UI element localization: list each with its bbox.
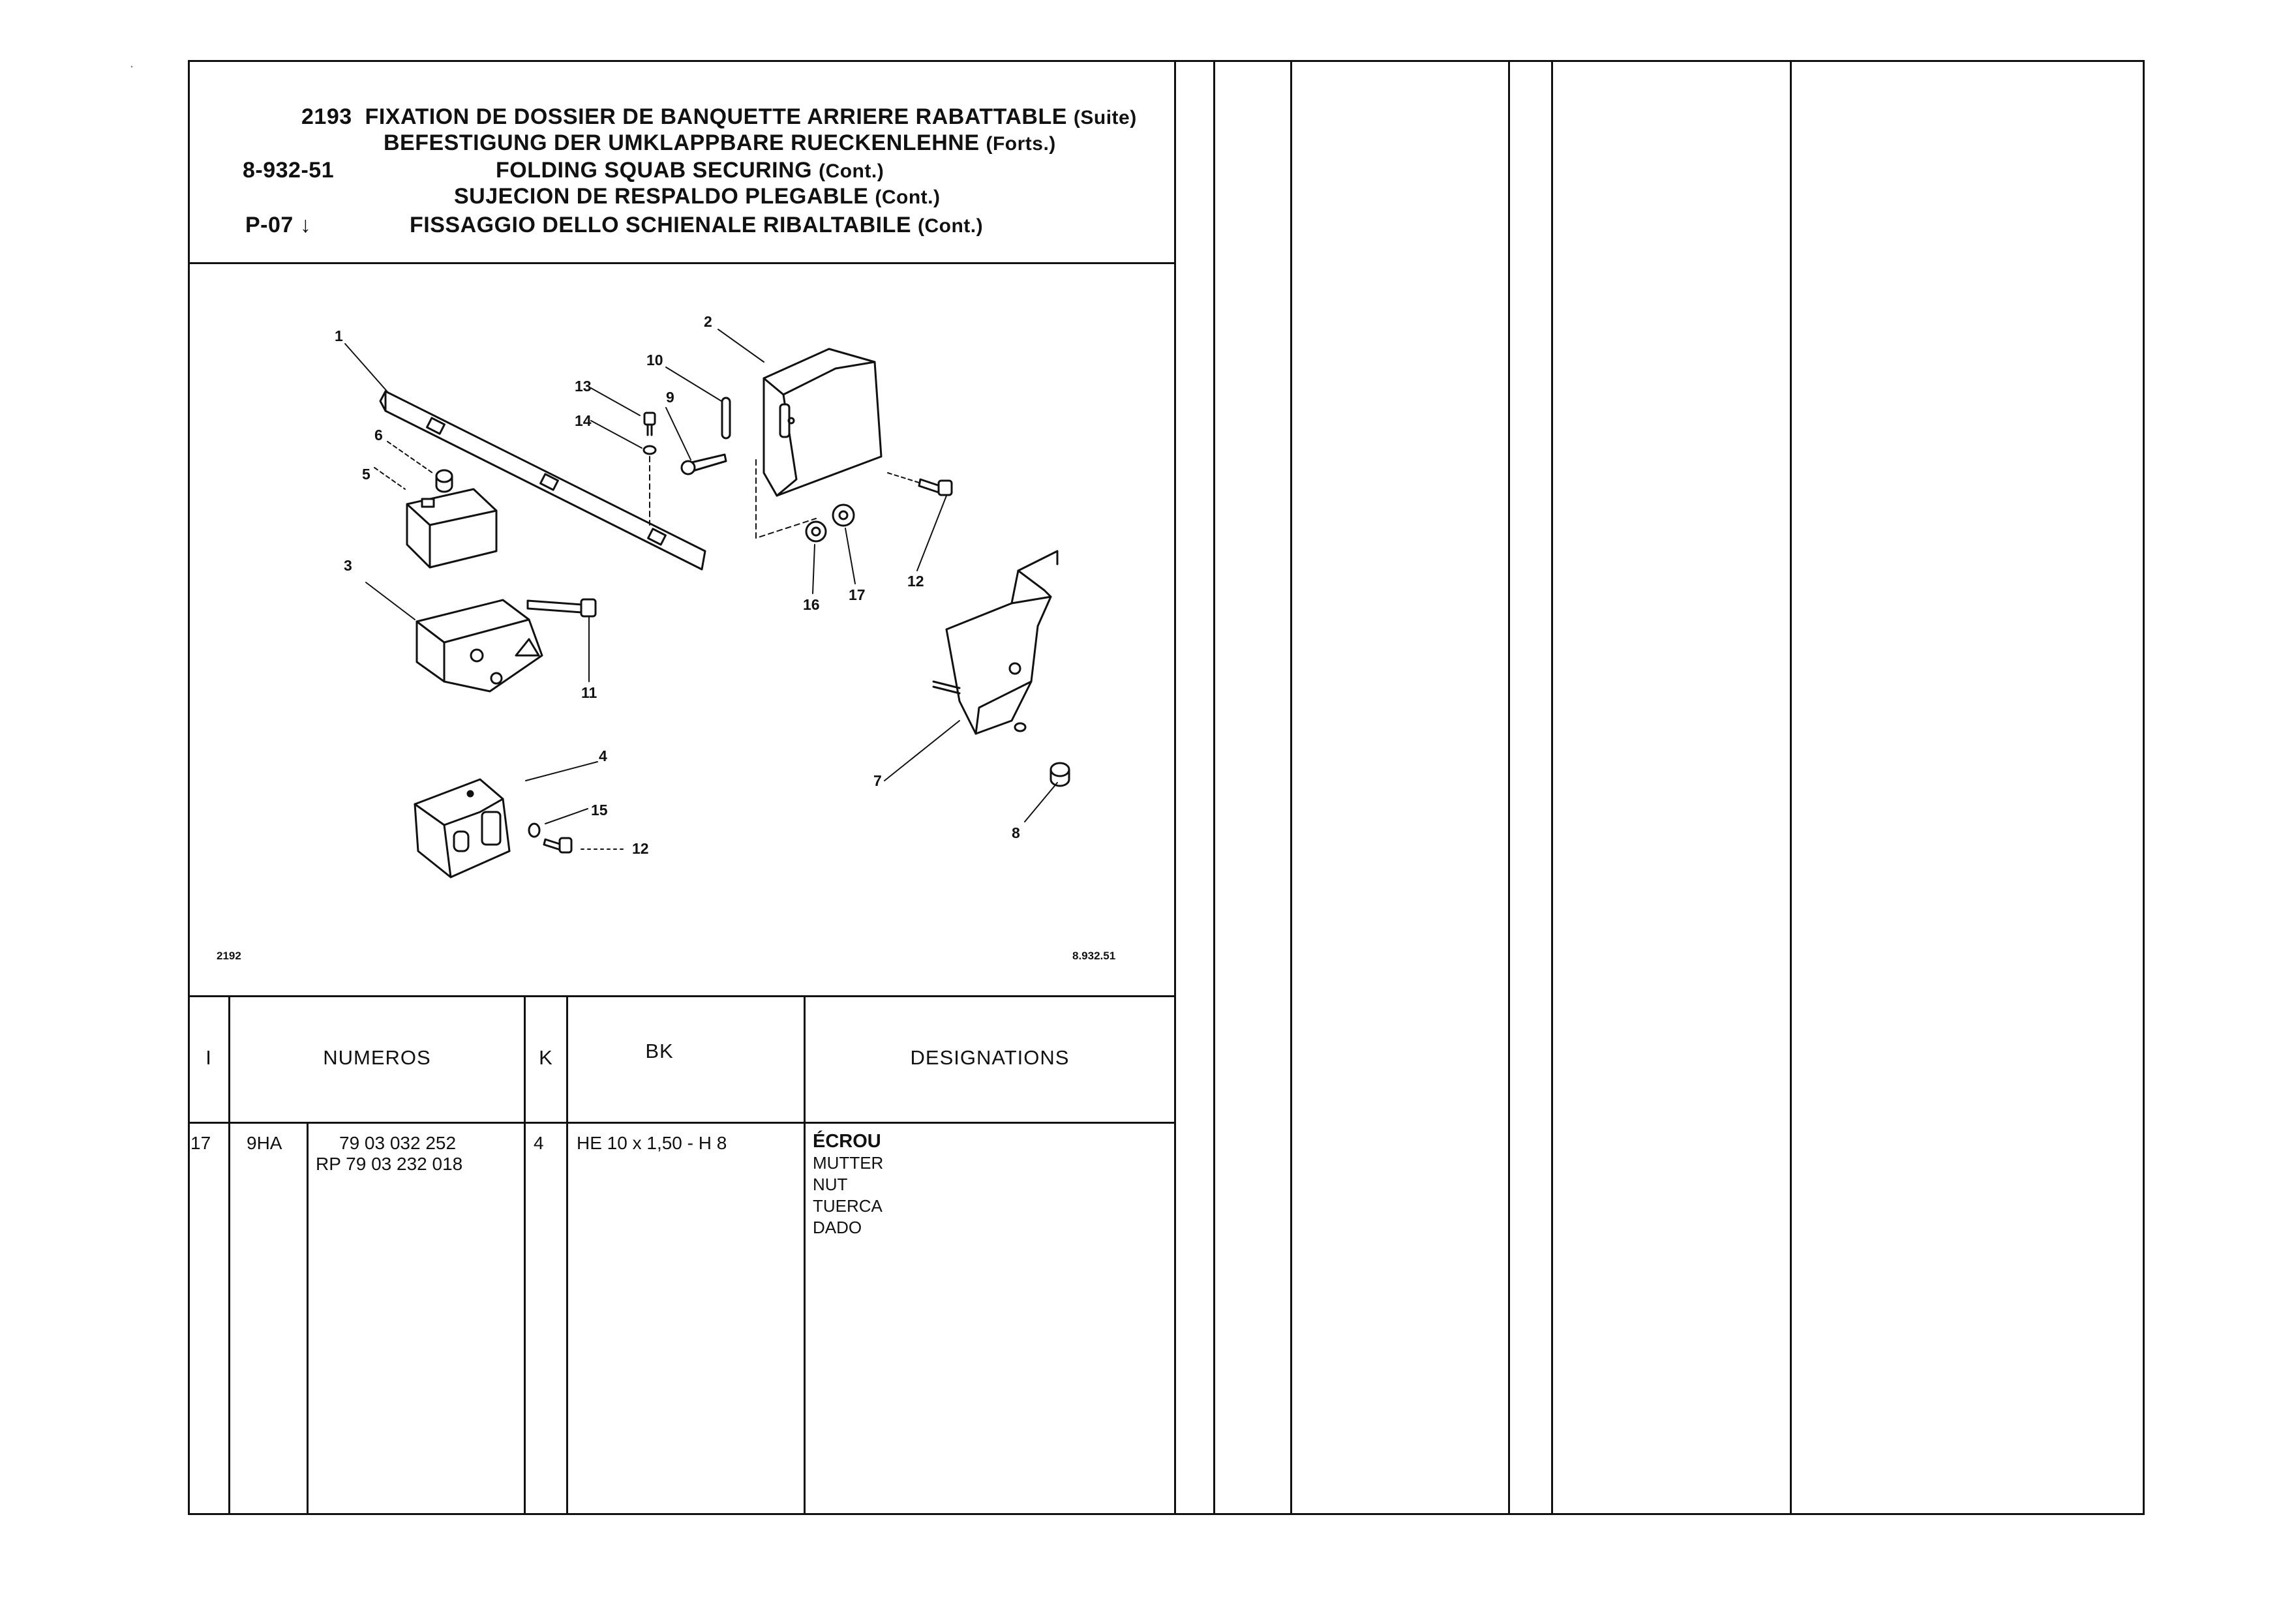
tbl-col-code bbox=[307, 1122, 309, 1515]
callout-16: 16 bbox=[803, 596, 820, 613]
callout-4: 4 bbox=[599, 747, 607, 764]
part-17-nut bbox=[832, 503, 855, 527]
callout-17: 17 bbox=[849, 586, 866, 603]
part-12-screw-upper bbox=[918, 478, 953, 496]
part-8-bushing bbox=[1050, 762, 1070, 787]
title-es: SUJECION DE RESPALDO PLEGABLE (Cont.) bbox=[454, 184, 941, 209]
col-line-4 bbox=[1551, 60, 1553, 1515]
col-line-1 bbox=[1213, 60, 1215, 1515]
row-k: 4 bbox=[534, 1133, 544, 1153]
callout-7: 7 bbox=[873, 772, 882, 789]
title-de: BEFESTIGUNG DER UMKLAPPBARE RUECKENLEHNE… bbox=[384, 130, 1056, 155]
header-bk: BK bbox=[645, 1040, 674, 1062]
part-12-screw-lower bbox=[543, 837, 573, 854]
frame-top bbox=[188, 60, 2145, 62]
page-code: P-07 ↓ bbox=[245, 213, 312, 237]
part-5-block bbox=[406, 488, 498, 569]
tbl-col-index bbox=[228, 995, 230, 1515]
row-code: 9HA bbox=[247, 1133, 282, 1153]
callout-1: 1 bbox=[335, 327, 343, 344]
callout-2: 2 bbox=[704, 313, 712, 330]
down-arrow-icon: ↓ bbox=[299, 213, 312, 237]
callout-10: 10 bbox=[646, 352, 663, 368]
title-it: FISSAGGIO DELLO SCHIENALE RIBALTABILE (C… bbox=[410, 213, 984, 237]
designation-fr: ÉCROU bbox=[813, 1131, 881, 1152]
row-number-2: RP 79 03 232 018 bbox=[316, 1154, 463, 1174]
col-line-2 bbox=[1290, 60, 1292, 1515]
callout-14: 14 bbox=[575, 412, 592, 429]
drawing-ref-right: 8.932.51 bbox=[1072, 950, 1116, 962]
header-index: I bbox=[205, 1046, 212, 1069]
tbl-col-k bbox=[566, 995, 568, 1515]
row-bk: HE 10 x 1,50 - H 8 bbox=[577, 1133, 727, 1153]
header-separator bbox=[188, 262, 1176, 264]
callout-13: 13 bbox=[575, 378, 592, 395]
drawing-ref-left: 2192 bbox=[217, 950, 241, 962]
designation-de: MUTTER bbox=[813, 1153, 884, 1173]
table-header-line bbox=[188, 1122, 1176, 1124]
callout-9: 9 bbox=[666, 389, 674, 406]
row-designations: ÉCROU MUTTER NUT TUERCA DADO bbox=[813, 1131, 883, 1239]
tbl-col-bk bbox=[804, 995, 806, 1515]
frame-bottom bbox=[188, 1513, 2145, 1515]
col-line-3 bbox=[1508, 60, 1510, 1515]
col-line-5 bbox=[1790, 60, 1792, 1515]
exploded-view-diagram: 1 2 3 4 5 6 7 8 9 10 11 12 12 13 14 15 1… bbox=[335, 313, 1070, 879]
row-number-1: 79 03 032 252 bbox=[339, 1133, 457, 1153]
part-11-bolt bbox=[526, 598, 597, 618]
callout-12-lower: 12 bbox=[632, 840, 649, 857]
part-4-bracket bbox=[414, 778, 511, 879]
callout-8: 8 bbox=[1012, 824, 1020, 841]
header-k: K bbox=[539, 1046, 553, 1069]
frame-main-right bbox=[1174, 60, 1176, 1515]
part-2-housing bbox=[763, 348, 883, 497]
callout-5: 5 bbox=[362, 466, 370, 483]
part-6-spacer bbox=[435, 469, 453, 493]
ref-code: 8-932-51 bbox=[243, 158, 335, 183]
part-10-rod bbox=[721, 397, 731, 440]
part-9-pin bbox=[680, 453, 727, 475]
callout-6: 6 bbox=[374, 427, 383, 443]
designation-it: DADO bbox=[813, 1218, 862, 1237]
header-designations: DESIGNATIONS bbox=[910, 1046, 1070, 1069]
title-en: FOLDING SQUAB SECURING (Cont.) bbox=[496, 158, 884, 183]
callout-12-upper: 12 bbox=[907, 573, 924, 590]
table-top-line bbox=[188, 995, 1176, 997]
designation-en: NUT bbox=[813, 1175, 848, 1194]
part-16-washer bbox=[805, 520, 827, 543]
part-13-screw bbox=[643, 412, 656, 436]
col-line-6 bbox=[2143, 60, 2145, 1515]
designation-es: TUERCA bbox=[813, 1196, 883, 1216]
part-7-bracket bbox=[932, 550, 1059, 735]
callout-15: 15 bbox=[591, 802, 608, 819]
tbl-col-numeros bbox=[524, 995, 526, 1515]
title-fr: 2193 FIXATION DE DOSSIER DE BANQUETTE AR… bbox=[301, 104, 1137, 129]
header-numeros: NUMEROS bbox=[323, 1046, 431, 1069]
callout-3: 3 bbox=[344, 557, 352, 574]
part-3-bracket bbox=[415, 599, 543, 693]
row-index: 17 bbox=[190, 1133, 211, 1153]
corner-mark: · bbox=[129, 57, 134, 75]
part-1-strap bbox=[379, 390, 706, 571]
part-14-washer bbox=[642, 445, 657, 455]
frame-left bbox=[188, 60, 190, 1515]
callout-11: 11 bbox=[581, 684, 597, 701]
part-15-washer bbox=[528, 822, 541, 838]
